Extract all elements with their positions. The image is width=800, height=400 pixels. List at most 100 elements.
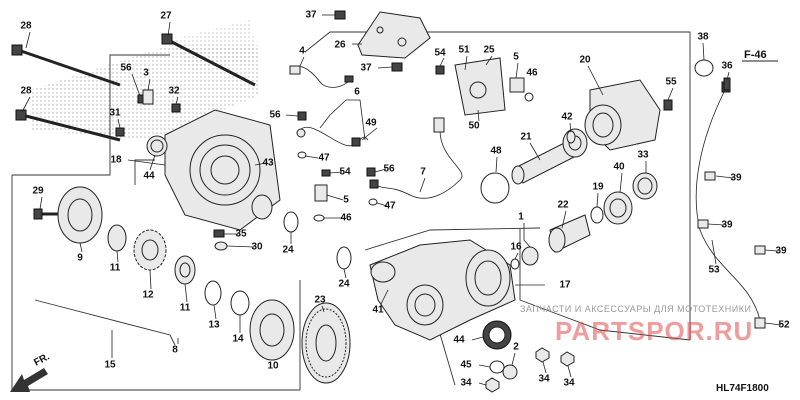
callout-1: 1 <box>518 212 524 223</box>
callout-45: 45 <box>460 360 472 371</box>
callout-5: 5 <box>343 195 349 206</box>
side-gear-11-b <box>174 255 196 285</box>
callout-10: 10 <box>267 361 279 372</box>
clip-3 <box>142 89 154 105</box>
seal-33 <box>632 172 658 200</box>
oil-seal-44 <box>482 320 512 350</box>
callout-11: 11 <box>180 303 191 314</box>
bearing-40 <box>603 191 633 225</box>
callout-56: 56 <box>120 63 132 74</box>
bolt-28-lower <box>15 109 121 142</box>
callout-21: 21 <box>520 132 532 143</box>
bolt-55 <box>663 99 673 111</box>
callout-12: 12 <box>142 290 154 301</box>
callout-39: 39 <box>721 220 733 231</box>
actuator-20 <box>584 79 661 151</box>
bolt-54-a <box>435 65 445 75</box>
collar-16 <box>521 246 539 266</box>
shim-14 <box>230 290 250 316</box>
callout-49: 49 <box>365 118 377 129</box>
callout-41: 41 <box>372 305 384 316</box>
callout-31: 31 <box>109 108 121 119</box>
callout-46: 46 <box>340 213 352 224</box>
washer-45 <box>489 360 505 374</box>
actuator-bracket-25 <box>454 57 525 116</box>
callout-47: 47 <box>384 201 396 212</box>
callout-5: 5 <box>513 52 519 63</box>
callout-34: 34 <box>460 378 472 389</box>
callout-4: 4 <box>299 46 305 57</box>
callout-22: 22 <box>557 200 569 211</box>
sensor-wire-4 <box>289 65 354 88</box>
bolt-35 <box>213 229 225 238</box>
callout-44: 44 <box>453 335 465 346</box>
callout-24: 24 <box>338 279 350 290</box>
callout-54: 54 <box>434 48 446 59</box>
callout-17: 17 <box>559 280 571 291</box>
cap-2 <box>502 364 518 380</box>
plate-12 <box>133 229 167 271</box>
housing-plate-9 <box>57 186 103 244</box>
callout-16: 16 <box>510 242 522 253</box>
bolt-54-b <box>321 169 331 177</box>
bolt-56-b <box>297 111 307 121</box>
callout-33: 33 <box>637 150 649 161</box>
differential-case-10 <box>249 299 295 361</box>
ref-label: F-46 <box>744 49 767 61</box>
callout-15: 15 <box>104 360 116 371</box>
nut-34-a <box>485 377 500 393</box>
breather-hose-53 <box>695 81 766 329</box>
callout-46: 46 <box>526 68 538 79</box>
callout-35: 35 <box>235 229 247 240</box>
callout-9: 9 <box>77 253 83 264</box>
callout-18: 18 <box>110 155 122 166</box>
leader-lines <box>21 14 782 386</box>
callout-7: 7 <box>420 167 426 178</box>
callout-56: 56 <box>269 110 281 121</box>
mount-bracket-26 <box>357 11 431 59</box>
callout-54: 54 <box>339 167 351 178</box>
callout-3: 3 <box>143 68 149 79</box>
callout-53: 53 <box>708 265 720 276</box>
callout-26: 26 <box>334 40 346 51</box>
watermark: ЗАПЧАСТИ И АКСЕССУАРЫ ДЛЯ МОТОТЕХНИКИ PA… <box>520 304 752 346</box>
main-gear-case <box>369 239 516 341</box>
shaft-21 <box>511 128 588 185</box>
callout-23: 23 <box>314 295 326 306</box>
callout-24: 24 <box>282 245 294 256</box>
bolt-36 <box>723 77 731 91</box>
bolt-32 <box>171 103 181 113</box>
callout-32: 32 <box>168 86 180 97</box>
bolt-31 <box>115 127 125 137</box>
callout-14: 14 <box>232 334 244 345</box>
callout-19: 19 <box>592 182 604 193</box>
callout-55: 55 <box>665 77 677 88</box>
ref-f46: F-46 <box>742 49 778 62</box>
callout-13: 13 <box>208 320 220 331</box>
callout-39: 39 <box>775 246 787 257</box>
callout-34: 34 <box>538 374 550 385</box>
bolt-56-c <box>366 167 376 177</box>
callout-34: 34 <box>563 378 575 389</box>
callout-52: 52 <box>778 320 790 331</box>
ring-19 <box>590 206 604 224</box>
callout-50: 50 <box>468 121 480 132</box>
bolt-28-upper <box>11 44 121 87</box>
callout-11: 11 <box>110 263 121 274</box>
callout-29: 29 <box>32 186 44 197</box>
o-ring-46-a <box>524 92 534 102</box>
o-ring-47-b <box>368 198 378 206</box>
callout-56: 56 <box>383 164 395 175</box>
nut-34-c <box>560 351 575 367</box>
callout-44: 44 <box>143 171 155 182</box>
callout-39: 39 <box>730 173 742 184</box>
o-ring-24-a <box>283 211 299 233</box>
watermark-text: ЗАПЧАСТИ И АКСЕССУАРЫ ДЛЯ МОТОТЕХНИКИ <box>520 304 751 314</box>
side-gear-11-a <box>107 224 127 252</box>
callout-20: 20 <box>579 55 591 66</box>
bolt-37-a <box>334 10 346 20</box>
bolt-29 <box>33 208 58 220</box>
callout-38: 38 <box>697 32 709 43</box>
